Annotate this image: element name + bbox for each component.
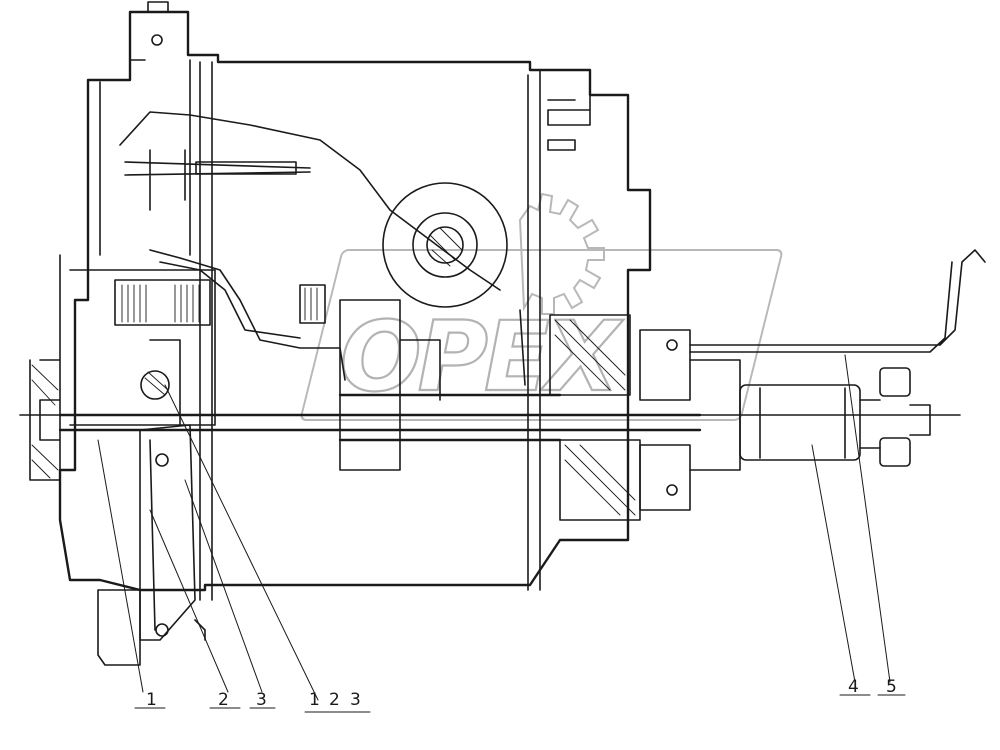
leader-lines xyxy=(97,354,906,713)
hub-pin xyxy=(140,370,170,400)
linkage-rod xyxy=(124,149,311,211)
gearbox-housing xyxy=(29,1,652,601)
watermark-frame xyxy=(300,249,783,421)
universal-joint xyxy=(859,367,931,467)
callout-labels: 1 2 3 1 2 3 4 5 xyxy=(146,677,897,710)
callout-2: 2 xyxy=(218,690,229,710)
housing-top-bracket xyxy=(129,1,189,61)
callout-4: 4 xyxy=(848,677,859,697)
output-shaft-assembly xyxy=(19,182,961,521)
oil-pipe xyxy=(149,249,346,381)
callout-3: 3 xyxy=(256,690,267,710)
housing-flange-left xyxy=(87,59,213,601)
shaft-tube xyxy=(739,384,861,461)
large-gear xyxy=(382,182,508,308)
callout-5: 5 xyxy=(886,677,897,697)
gear-block xyxy=(339,299,526,471)
lever-bolt-upper xyxy=(155,453,169,467)
adjuster-sleeve xyxy=(195,161,297,175)
gear-hub xyxy=(412,212,478,278)
cardan-shaft xyxy=(689,249,986,471)
support-bracket xyxy=(689,249,986,353)
foot-hatching xyxy=(31,364,59,479)
callout-123-1: 1 xyxy=(309,690,320,710)
callout-123-3: 3 xyxy=(350,690,361,710)
callout-1: 1 xyxy=(146,690,157,710)
housing-left-foot xyxy=(29,254,61,521)
friction-discs xyxy=(114,279,326,326)
bearing-cluster xyxy=(549,314,691,521)
watermark-logo: OPEX xyxy=(300,192,783,421)
clutch-assembly xyxy=(69,111,501,666)
bracket-hole xyxy=(151,34,163,46)
clutch-hub xyxy=(69,269,216,426)
callout-123-2: 2 xyxy=(329,690,340,710)
shaft-bore xyxy=(426,226,464,264)
housing-cover-lines xyxy=(527,69,591,591)
watermark-gear-icon xyxy=(518,192,605,315)
lever-bolt-lower xyxy=(155,623,169,637)
